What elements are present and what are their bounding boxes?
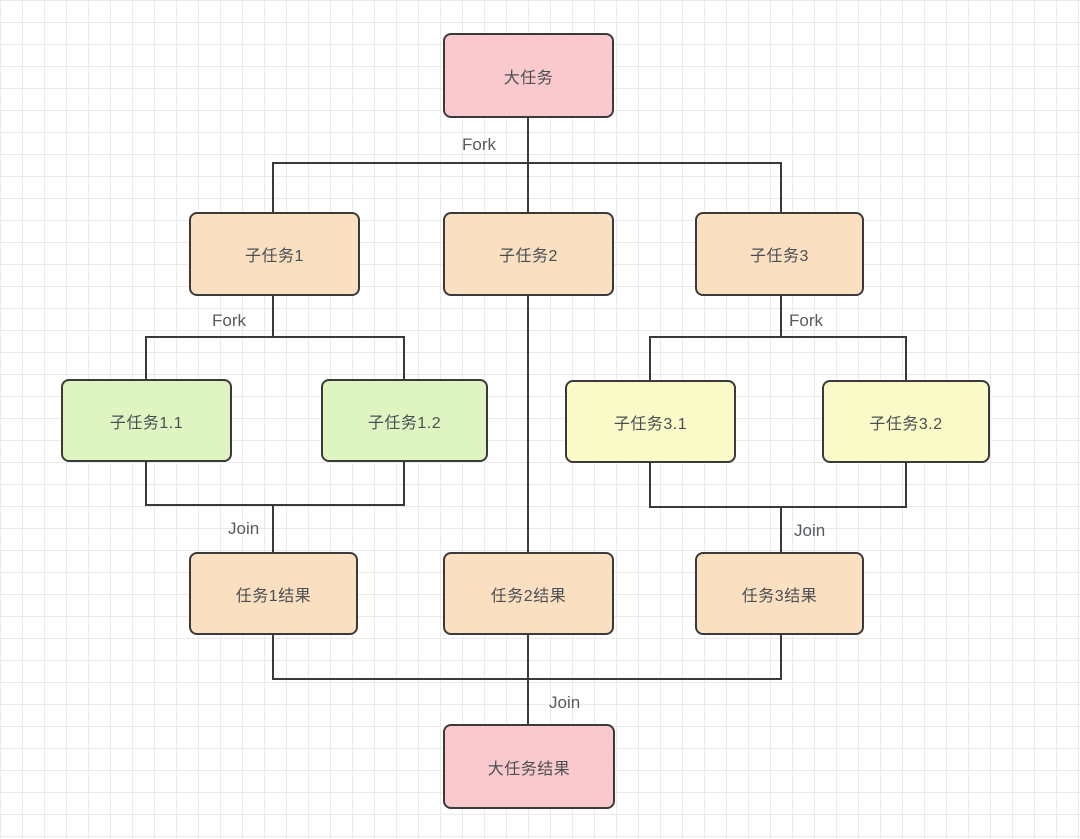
connector-line bbox=[272, 296, 274, 338]
connector-line bbox=[145, 504, 405, 506]
connector-line bbox=[649, 336, 651, 381]
task-node-label: 子任务1.2 bbox=[367, 414, 442, 432]
task-node-sub-task-1-1: 子任务1.1 bbox=[61, 379, 232, 462]
connector-line bbox=[780, 296, 782, 338]
task-node-label: 子任务3.2 bbox=[869, 415, 943, 433]
connector-line bbox=[905, 336, 907, 381]
task-node-task-2-result: 任务2结果 bbox=[443, 552, 614, 635]
task-node-big-task-result: 大任务结果 bbox=[443, 724, 615, 809]
connector-line bbox=[403, 336, 405, 380]
connector-line bbox=[649, 336, 907, 338]
connector-line bbox=[780, 635, 782, 680]
connector-line bbox=[272, 162, 274, 212]
connector-line bbox=[527, 162, 529, 212]
connector-line bbox=[649, 506, 907, 508]
task-node-task-3-result: 任务3结果 bbox=[695, 552, 864, 635]
connector-line bbox=[145, 336, 405, 338]
connector-line bbox=[145, 336, 147, 380]
task-node-label: 任务3结果 bbox=[741, 587, 818, 605]
connector-line bbox=[272, 504, 274, 552]
task-node-sub-task-1: 子任务1 bbox=[189, 212, 360, 296]
connector-line bbox=[527, 678, 529, 724]
task-node-label: 子任务3.1 bbox=[613, 415, 688, 433]
edge-label-join-bottom: Join bbox=[549, 693, 581, 712]
connector-line bbox=[780, 162, 782, 212]
task-node-label: 子任务3 bbox=[750, 248, 809, 265]
connector-line bbox=[649, 463, 651, 508]
task-node-sub-task-3-2: 子任务3.2 bbox=[822, 380, 990, 463]
connector-line bbox=[905, 463, 907, 508]
task-node-sub-task-2: 子任务2 bbox=[443, 212, 614, 296]
edge-label-join-right: Join bbox=[794, 521, 826, 540]
connector-line bbox=[527, 635, 529, 680]
edge-label-fork-top: Fork bbox=[462, 135, 496, 154]
task-node-sub-task-1-2: 子任务1.2 bbox=[321, 379, 488, 462]
connector-line bbox=[272, 635, 274, 680]
edge-label-join-left: Join bbox=[228, 519, 260, 538]
task-node-sub-task-3-1: 子任务3.1 bbox=[565, 380, 736, 463]
connector-line bbox=[527, 118, 529, 164]
task-node-label: 任务2结果 bbox=[490, 587, 567, 605]
task-node-label: 大任务结果 bbox=[487, 760, 571, 778]
connector-line bbox=[527, 296, 529, 552]
task-node-sub-task-3: 子任务3 bbox=[695, 212, 864, 296]
edge-label-fork-right: Fork bbox=[789, 311, 823, 330]
connector-line bbox=[780, 506, 782, 552]
task-node-label: 子任务1.1 bbox=[109, 414, 184, 432]
task-node-big-task: 大任务 bbox=[443, 33, 614, 118]
connector-line bbox=[403, 462, 405, 506]
edge-label-fork-left: Fork bbox=[212, 311, 246, 330]
connector-line bbox=[145, 462, 147, 506]
task-node-label: 大任务 bbox=[503, 69, 554, 87]
task-node-task-1-result: 任务1结果 bbox=[189, 552, 358, 635]
task-node-label: 子任务2 bbox=[499, 248, 558, 265]
task-node-label: 子任务1 bbox=[245, 248, 304, 265]
task-node-label: 任务1结果 bbox=[235, 587, 312, 605]
